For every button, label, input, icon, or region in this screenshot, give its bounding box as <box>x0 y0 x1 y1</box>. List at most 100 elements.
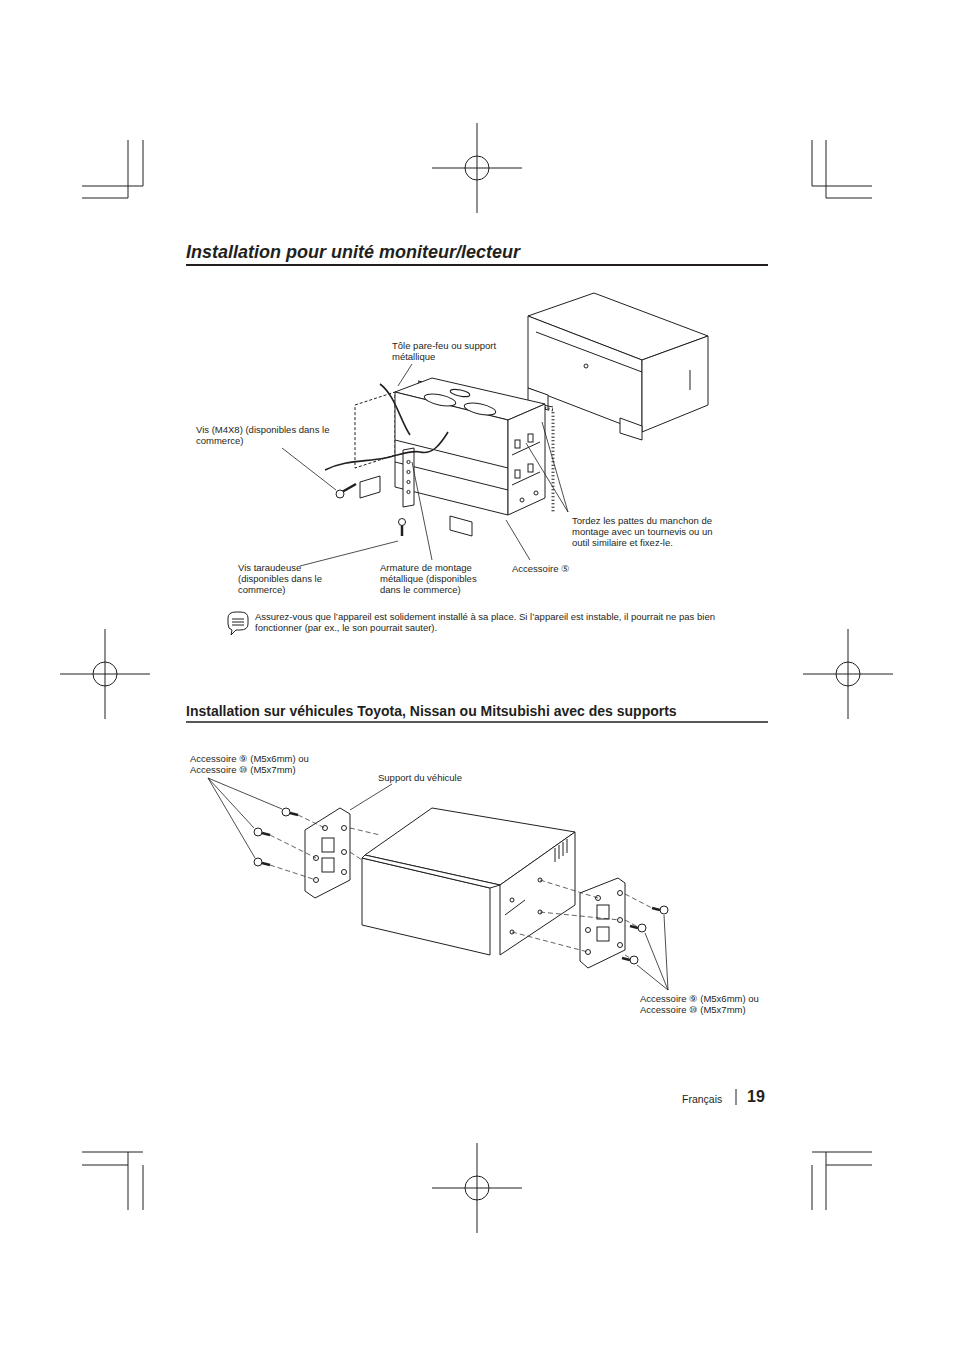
head-unit <box>559 845 560 859</box>
language-label: Français <box>682 1093 722 1106</box>
leader-line <box>542 422 568 512</box>
mounting-sleeve <box>512 442 540 455</box>
leader-line <box>208 778 254 828</box>
part-label: Armature de montage métallique (disponib… <box>380 562 488 595</box>
head-unit <box>567 839 568 853</box>
head-unit <box>536 332 642 372</box>
crop-mark <box>826 140 827 198</box>
alignment-line <box>298 815 325 828</box>
screw <box>660 906 668 914</box>
crop-mark <box>82 1165 128 1166</box>
alignment-line <box>270 815 652 958</box>
mounting-sleeve <box>508 404 545 515</box>
metal-strap <box>407 470 410 473</box>
leader-line <box>637 965 668 990</box>
crop-mark <box>826 198 872 199</box>
crop-mark <box>82 140 872 1210</box>
mounting-sleeve <box>515 470 520 478</box>
head-unit <box>362 808 575 955</box>
part-label: Vis (M4X8) (disponibles dans le commerce… <box>196 424 346 446</box>
vehicle-bracket <box>597 905 609 919</box>
screw <box>342 484 356 492</box>
heading-rule <box>186 265 768 1105</box>
mounting-sleeve <box>395 392 508 515</box>
leader-line <box>664 915 668 990</box>
head-unit <box>528 293 708 440</box>
leader-line <box>282 448 336 490</box>
crop-mark <box>82 186 143 187</box>
head-unit <box>563 842 564 856</box>
screw <box>399 519 406 526</box>
page-number: 19 <box>747 1087 765 1106</box>
leader-line <box>412 462 432 560</box>
vehicle-bracket <box>597 927 609 941</box>
alignment-line <box>625 894 652 908</box>
note-icon <box>228 612 248 635</box>
crop-mark <box>82 1152 143 1153</box>
mounting-sleeve <box>528 434 533 442</box>
mounting-sleeve <box>355 378 545 536</box>
vehicle-bracket <box>580 878 625 968</box>
vehicle-bracket <box>586 928 591 933</box>
alignment-line <box>512 932 588 952</box>
leader-line <box>645 933 668 990</box>
alignment-line <box>270 835 316 858</box>
vehicle-bracket <box>322 858 334 872</box>
section-heading: Installation sur véhicules Toyota, Nissa… <box>186 702 677 720</box>
mounting-sleeve <box>515 440 520 448</box>
note-icon <box>232 619 244 620</box>
alignment-line <box>625 920 638 927</box>
vehicle-bracket <box>305 808 350 898</box>
vehicle-bracket <box>618 891 623 896</box>
head-unit <box>620 418 642 440</box>
crop-mark <box>128 140 129 198</box>
screw <box>622 958 630 960</box>
wire <box>325 384 448 470</box>
heading-rule <box>736 1089 737 1105</box>
mounting-sleeve <box>512 472 540 485</box>
part-label: Vis taraudeuse (disponibles dans le comm… <box>238 562 336 595</box>
alignment-line <box>350 852 362 860</box>
head-unit <box>584 364 588 368</box>
vehicle-bracket <box>342 826 347 831</box>
head-unit <box>505 900 525 915</box>
vehicle-bracket <box>342 870 347 875</box>
screw <box>262 833 270 835</box>
mounting-sleeve <box>463 401 496 417</box>
crop-mark <box>812 186 872 187</box>
screw <box>254 808 668 964</box>
screw <box>630 956 638 964</box>
registration-mark <box>60 123 893 1233</box>
crop-mark <box>143 140 144 186</box>
alignment-line <box>625 955 630 958</box>
leader-line <box>506 520 530 560</box>
heading-rule <box>186 264 768 266</box>
note-icon <box>232 622 244 623</box>
part-label: Accessoire ⑨ (M5x6mm) ou Accessoire ⑩ (M… <box>190 753 324 775</box>
registration-mark <box>105 629 106 719</box>
screw <box>290 813 298 815</box>
screw <box>652 908 660 910</box>
leader-line <box>208 778 255 858</box>
screw <box>630 926 638 928</box>
heading-rule <box>186 721 768 723</box>
metal-strap <box>407 460 410 463</box>
mounting-sleeve <box>534 491 538 495</box>
metal-strap <box>407 480 410 483</box>
registration-mark <box>477 1143 478 1233</box>
crop-mark <box>128 1152 129 1210</box>
vehicle-bracket <box>618 943 623 948</box>
screw <box>336 484 406 536</box>
leader-line <box>526 443 568 512</box>
vehicle-bracket <box>342 850 347 855</box>
crop-mark <box>812 1152 872 1153</box>
screw <box>638 924 646 932</box>
note-icon <box>232 625 244 626</box>
head-unit <box>555 848 556 862</box>
head-unit <box>500 832 575 955</box>
wire <box>380 384 410 435</box>
leader-line <box>208 778 668 990</box>
screw <box>336 490 344 498</box>
